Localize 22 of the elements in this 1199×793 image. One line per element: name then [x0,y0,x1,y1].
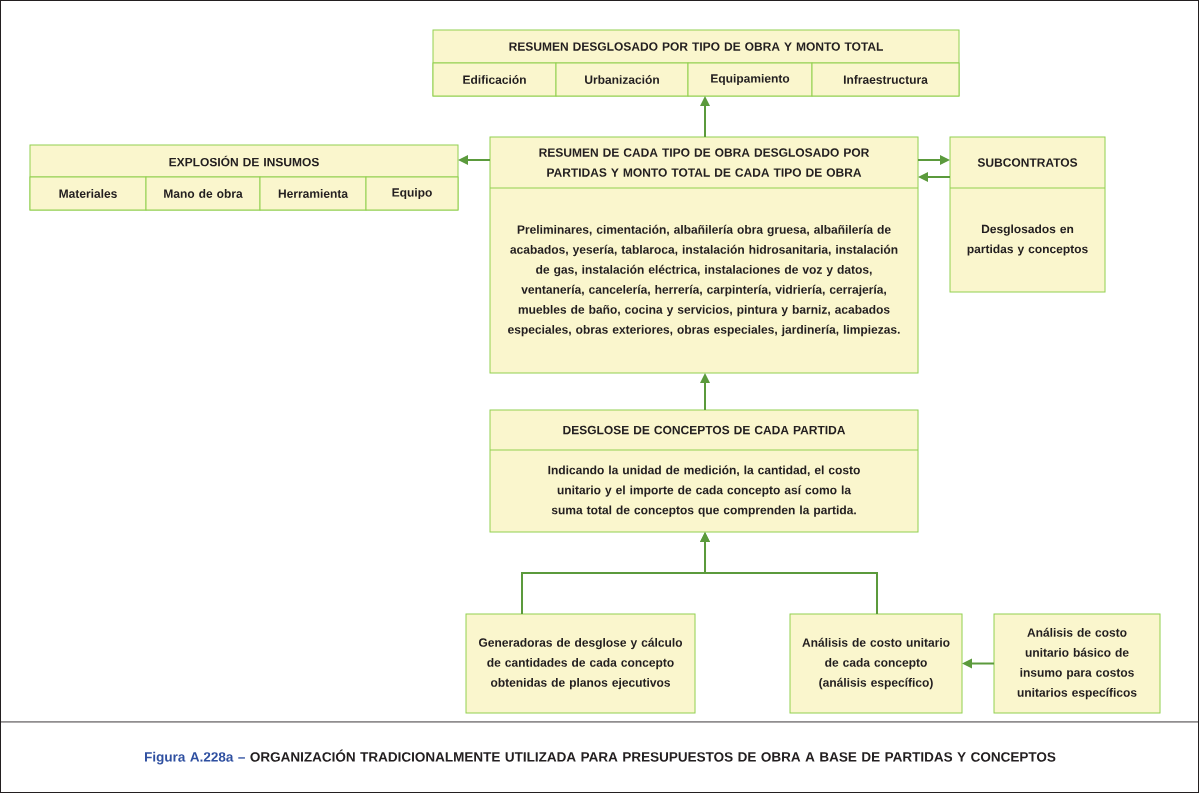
arrow [700,532,878,615]
table-cell: Edificación [432,62,557,97]
arrow [700,373,710,411]
arrow [918,172,951,182]
table-cell: Materiales [29,176,147,211]
process-box: Análisis de costo unitario de cada concepto (análisis específico) [789,613,963,714]
process-box: Análisis de costo unitario básico de insumo para costos unitarios específicos [993,613,1161,714]
table-cell: Herramienta [259,176,367,211]
table-cell: Infraestructura [811,62,960,97]
table-cell: Equipamiento [687,62,813,97]
process-box: RESUMEN DE CADA TIPO DE OBRA DESGLOSADO POR PARTIDAS Y MONTO TOTAL DE CADA TIPO DE OBRA Preliminares, cimentación, albañilería obra gruesa, albañilería de acabados, yesería, tablaroca, instalación hidrosanitaria, instalación de gas, instalación eléctrica, instalaciones de voz y datos, ventanería, cancelería, herrería, carpintería, vidriería, cerrajería, muebles de baño, cocina y servicios, pintura y barniz, acabados especiales, obras exteriores, obras especiales, jardinería, limpiezas. [489,136,919,374]
arrow [917,155,950,165]
process-box: SUBCONTRATOS Desglosados en partidas y conceptos [949,136,1106,293]
arrow [962,658,995,669]
table-cell: Mano de obra [145,176,261,211]
process-box: DESGLOSE DE CONCEPTOS DE CADA PARTIDA Indicando la unidad de medición, la cantidad, el costo unitario y el importe de cada concepto así como la suma total de conceptos que comprenden la partida. [489,409,919,533]
figure-caption: Figura A.228a – ORGANIZACIÓN TRADICIONALMENTE UTILIZADA PARA PRESUPUESTOS DE OBRA A BASE DE PARTIDAS Y CONCEPTOS [145,749,1056,765]
arrow [458,155,491,165]
table-cell: Urbanización [555,62,689,97]
table-cell: Equipo [365,176,459,211]
arrow [700,96,710,138]
process-box: Generadoras de desglose y cálculo de cantidades de cada concepto obtenidas de planos ejecutivos [465,613,696,714]
